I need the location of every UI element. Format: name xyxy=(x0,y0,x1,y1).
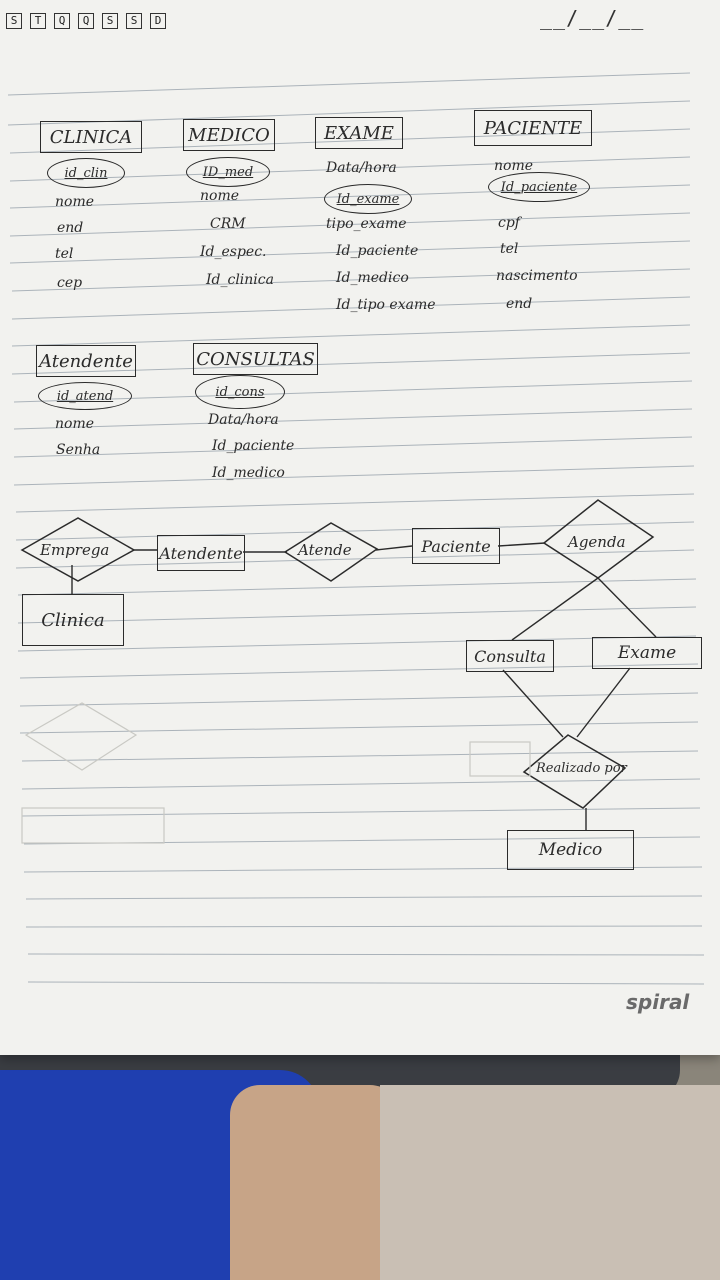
table-title-exame: EXAME xyxy=(315,117,403,149)
table-title-clinica: CLINICA xyxy=(40,121,142,153)
attribute: nascimento xyxy=(496,268,578,284)
weekday-box: S xyxy=(6,13,22,29)
attribute: nome xyxy=(55,416,95,432)
fabric-area xyxy=(380,1085,720,1280)
attribute: nome xyxy=(55,194,95,210)
attribute: Data/hora xyxy=(208,412,279,428)
attribute: cpf xyxy=(498,215,520,231)
attribute: Id_clinica xyxy=(206,272,274,288)
entity-atendente: Atendente xyxy=(157,535,245,571)
attribute: tel xyxy=(500,241,519,257)
weekday-box: T xyxy=(30,13,46,29)
weekday-box: Q xyxy=(54,13,70,29)
attribute: Data/hora xyxy=(326,160,397,176)
weekday-box: S xyxy=(126,13,142,29)
relationship-emprega: Emprega xyxy=(40,541,110,559)
table-title-paciente: PACIENTE xyxy=(474,110,592,146)
weekday-box: S xyxy=(102,13,118,29)
attribute: cep xyxy=(57,275,83,291)
attribute: CRM xyxy=(210,216,246,232)
table-title-atendente: Atendente xyxy=(36,345,136,377)
attribute: tel xyxy=(55,246,74,262)
weekday-box: Q xyxy=(78,13,94,29)
attribute: end xyxy=(57,220,84,236)
primary-key-paciente: Id_paciente xyxy=(488,172,590,202)
entity-medico: Medico xyxy=(507,830,634,870)
attribute: Id_medico xyxy=(336,270,409,286)
attribute: Id_paciente xyxy=(336,243,419,259)
attribute: Id_espec. xyxy=(200,244,267,260)
primary-key-exame: Id_exame xyxy=(324,184,412,214)
attribute: nome xyxy=(200,188,240,204)
relationship-atende: Atende xyxy=(298,541,352,559)
notebook-page: S T Q Q S S D __/__/__ CLINICA id_clin n… xyxy=(0,0,720,1055)
primary-key-clinica: id_clin xyxy=(47,158,125,188)
attribute: Id_tipo exame xyxy=(336,297,436,313)
table-title-medico: MEDICO xyxy=(183,119,275,151)
entity-consulta: Consulta xyxy=(466,640,554,672)
attribute: nome xyxy=(494,158,534,174)
entity-clinica: Clinica xyxy=(22,594,124,646)
entity-paciente: Paciente xyxy=(412,528,500,564)
entity-exame: Exame xyxy=(592,637,702,669)
brand-logo: spiral xyxy=(626,990,690,1014)
primary-key-atendente: id_atend xyxy=(38,382,132,410)
attribute: Senha xyxy=(56,442,101,458)
table-title-consultas: CONSULTAS xyxy=(193,343,318,375)
attribute: tipo_exame xyxy=(326,216,407,232)
primary-key-consultas: id_cons xyxy=(195,375,285,409)
ruled-lines xyxy=(7,72,705,985)
weekday-boxes: S T Q Q S S D xyxy=(6,13,166,29)
attribute: Id_medico xyxy=(212,465,285,481)
attribute: end xyxy=(506,296,533,312)
hand-area xyxy=(230,1085,400,1280)
relationship-agenda: Agenda xyxy=(568,533,626,551)
relationship-realizado-por: Realizado por xyxy=(536,761,627,776)
attribute: Id_paciente xyxy=(212,438,295,454)
primary-key-medico: ID_med xyxy=(186,157,270,187)
weekday-box: D xyxy=(150,13,166,29)
date-field: __/__/__ xyxy=(540,6,645,30)
